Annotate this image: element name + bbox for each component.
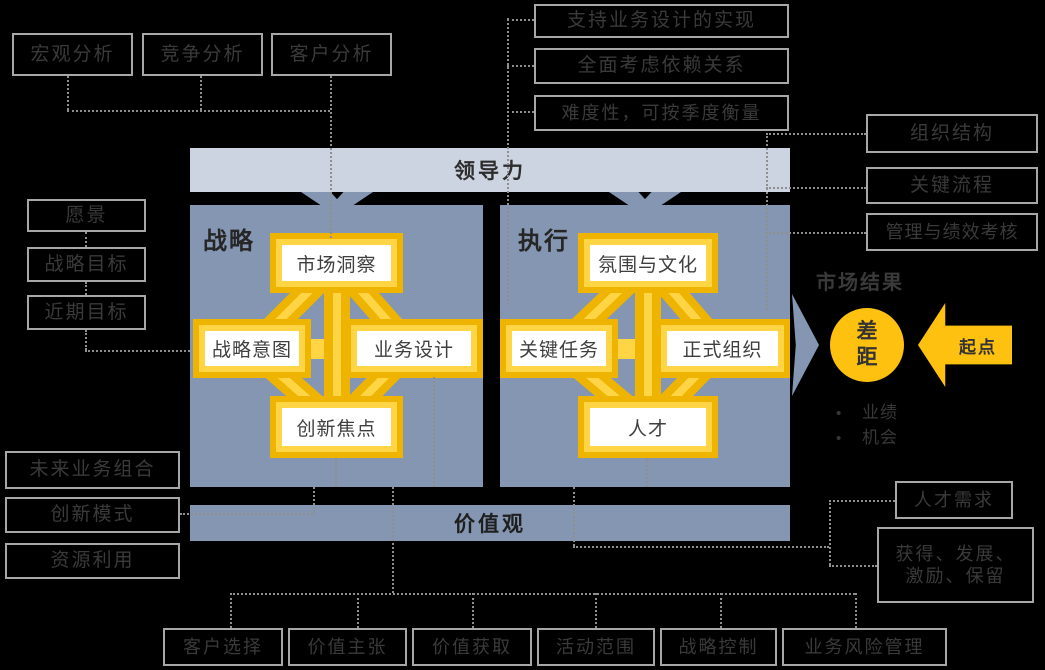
talent-lifecycle-line2: 激励、保留: [905, 566, 1006, 586]
connector-notes-spine: [507, 18, 509, 305]
node-innovation-focus: 创新焦点: [270, 396, 403, 458]
node-market-insight: 市场洞察: [270, 233, 403, 293]
node-formal-org: 正式组织: [655, 319, 790, 378]
note-dependency: 全面考虑依赖关系: [534, 48, 789, 84]
values-bar: 价值观: [190, 505, 790, 541]
connector-competition-down: [200, 76, 202, 110]
connector-talent-demand-stub: [829, 500, 895, 502]
node-culture: 氛围与文化: [578, 233, 718, 293]
bullet-opportunity: 机会: [836, 423, 898, 448]
box-resource-utilization: 资源利用: [5, 543, 180, 579]
connector-design-feed: [392, 487, 394, 593]
connector-innovation-model: [180, 513, 313, 515]
box-vision: 愿景: [27, 199, 146, 232]
connector-rail-stub-5: [720, 593, 722, 628]
box-talent-demand: 人才需求: [895, 481, 1013, 519]
connector-talent-down: [646, 458, 648, 487]
start-label: 起点: [959, 337, 997, 357]
connector-note1-stub: [507, 19, 534, 21]
connector-talent-need-spine: [829, 500, 831, 565]
box-business-risk: 业务风险管理: [782, 628, 947, 666]
connector-performance-stub: [766, 232, 866, 234]
note-difficulty-quarterly: 难度性，可按季度衡量: [534, 95, 789, 131]
execution-panel-title: 执行: [518, 228, 570, 255]
leadership-label: 领导力: [454, 160, 526, 183]
connector-analysis-to-insight: [330, 76, 332, 238]
connector-goals-to-intent: [85, 350, 190, 352]
box-performance-management: 管理与绩效考核: [866, 213, 1038, 251]
values-label: 价值观: [454, 513, 526, 536]
connector-org-structure-stub: [766, 133, 866, 135]
node-key-tasks: 关键任务: [500, 319, 618, 378]
node-talent: 人才: [578, 396, 718, 458]
box-customer-analysis: 客户分析: [271, 33, 392, 76]
leadership-bar: 领导力: [190, 148, 790, 192]
connector-macro-down: [67, 76, 69, 110]
connector-innovation-focus-down: [335, 458, 337, 487]
box-macro-analysis: 宏观分析: [12, 33, 133, 76]
box-strategic-control: 战略控制: [660, 628, 777, 666]
box-competitive-analysis: 竞争分析: [142, 33, 263, 76]
connector-innovation-model-up: [313, 487, 315, 513]
bullet-performance: 业绩: [836, 398, 898, 423]
connector-talent-need-drop: [573, 487, 575, 546]
connector-talent-lifecycle-stub: [829, 565, 877, 567]
note-support-business-design: 支持业务设计的实现: [534, 4, 789, 38]
connector-note2-stub: [507, 65, 534, 67]
connector-rail-stub-2: [357, 593, 359, 628]
connector-note3-stub: [507, 111, 534, 113]
box-value-capture: 价值获取: [412, 628, 532, 666]
box-org-structure: 组织结构: [866, 114, 1038, 153]
gap-circle: 差距: [830, 308, 904, 382]
box-strategic-goals: 战略目标: [27, 247, 146, 282]
start-arrow: 起点: [918, 303, 1012, 387]
box-future-portfolio: 未来业务组合: [5, 451, 180, 489]
strategy-panel-title: 战略: [203, 228, 255, 255]
leadership-execution-funnel: [609, 192, 681, 205]
connector-key-process-stub: [766, 187, 866, 189]
box-value-proposition: 价值主张: [288, 628, 407, 666]
box-talent-lifecycle: 获得、发展、 激励、保留: [877, 527, 1034, 603]
connector-analysis-join: [67, 110, 330, 112]
connector-rail-stub-3: [472, 593, 474, 628]
connector-vision-3: [85, 330, 87, 350]
talent-lifecycle-line1: 获得、发展、: [895, 543, 1016, 564]
connector-vision-1: [85, 232, 87, 247]
market-results-title: 市场结果: [816, 272, 904, 294]
box-innovation-model: 创新模式: [5, 497, 180, 533]
node-business-design: 业务设计: [345, 319, 483, 378]
node-strategic-intent: 战略意图: [193, 319, 311, 378]
connector-rail-stub-6: [855, 593, 857, 628]
leadership-strategy-funnel: [301, 192, 373, 205]
connector-business-design-down: [433, 377, 435, 487]
connector-rail-stub-4: [595, 593, 597, 628]
box-key-process: 关键流程: [866, 167, 1038, 204]
connector-design-rail: [230, 593, 855, 595]
gap-label: 差距: [856, 319, 878, 369]
box-customer-selection: 客户选择: [163, 628, 283, 666]
connector-org-spine: [766, 133, 768, 310]
connector-talent-need-rail: [573, 546, 829, 548]
connector-rail-stub-1: [230, 593, 232, 628]
results-chevron-icon: [792, 294, 819, 396]
box-activity-scope: 活动范围: [537, 628, 655, 666]
connector-vision-2: [85, 282, 87, 295]
box-near-term-goals: 近期目标: [27, 295, 146, 330]
